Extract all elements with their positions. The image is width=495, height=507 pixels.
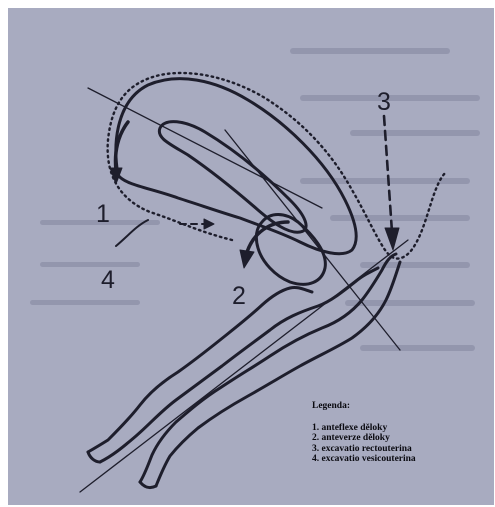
arrow-4-head xyxy=(204,219,214,229)
scanned-page: 1 2 3 4 Legenda: 1. anteflexe děloky 2. … xyxy=(8,8,494,505)
legend-title: Legenda: xyxy=(312,401,492,412)
rectal-opening xyxy=(140,482,156,488)
cervix-axis-line xyxy=(88,88,322,208)
vaginal-opening xyxy=(88,452,100,462)
arrow-2-head xyxy=(240,250,254,268)
legend-item: 2. anteverze děloky xyxy=(312,433,492,444)
uterus-outer-contour xyxy=(116,79,356,254)
label-1: 1 xyxy=(96,200,110,228)
legend: Legenda: 1. anteflexe děloky 2. anteverz… xyxy=(312,401,492,465)
legend-item: 3. excavatio rectouterina xyxy=(312,444,492,455)
legend-item: 1. anteflexe děloky xyxy=(312,423,492,434)
arrow-3-head xyxy=(385,228,399,250)
label-2: 2 xyxy=(232,282,246,310)
label-4: 4 xyxy=(101,266,115,294)
label-3: 3 xyxy=(377,88,391,116)
legend-item: 4. excavatio vesicouterina xyxy=(312,454,492,465)
